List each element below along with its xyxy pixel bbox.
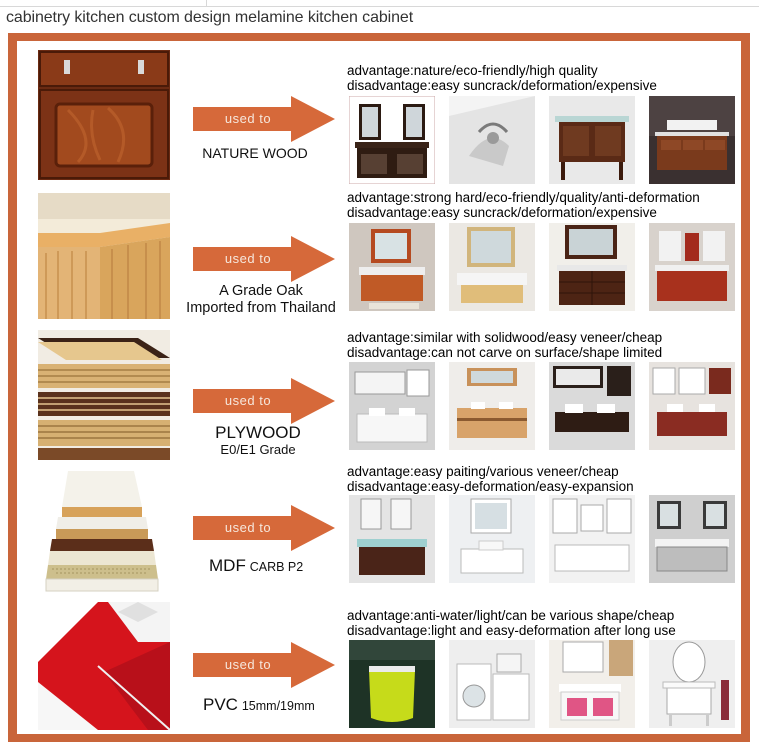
product-photo [349, 96, 435, 184]
material-row-pvc: used to PVC 15mm/19mm advantage:anti-wat… [17, 596, 741, 734]
arrow-label: used to [224, 657, 272, 672]
product-gallery [349, 495, 741, 583]
product-photo [349, 223, 435, 311]
advantage-text: advantage:easy paiting/various veneer/ch… [347, 464, 619, 479]
disadvantage-text: disadvantage:light and easy-deformation … [347, 623, 676, 638]
used-to-arrow: used to [193, 505, 343, 551]
product-photo [549, 495, 635, 583]
oak-swatch [38, 193, 170, 319]
mdf-swatch [38, 467, 170, 595]
pros-cons: advantage:easy paiting/various veneer/ch… [347, 464, 741, 494]
product-photo [449, 223, 535, 311]
product-infographic-frame: used to NATURE WOOD advantage:nature/eco… [8, 33, 750, 742]
arrow-label: used to [224, 111, 272, 126]
product-photo [349, 362, 435, 450]
material-row-oak: used to A Grade Oak Imported from Thaila… [17, 181, 741, 319]
arrow-label: used to [224, 393, 272, 408]
arrow-label: used to [224, 520, 272, 535]
product-photo [449, 495, 535, 583]
disadvantage-text: disadvantage:easy suncrack/deformation/e… [347, 78, 657, 93]
product-photo [649, 495, 735, 583]
product-photo [649, 223, 735, 311]
product-photo [449, 96, 535, 184]
product-photo [649, 362, 735, 450]
product-photo [549, 362, 635, 450]
pvc-swatch [38, 602, 170, 730]
advantage-text: advantage:similar with solidwood/easy ve… [347, 330, 663, 345]
material-grade: CARB P2 [249, 560, 304, 574]
product-photo [549, 223, 635, 311]
used-to-arrow: used to [193, 642, 343, 688]
material-name: PVC 15mm/19mm [203, 696, 343, 715]
product-gallery [349, 640, 741, 728]
nature-wood-swatch [38, 50, 170, 180]
material-name-line: PLYWOOD [215, 423, 301, 442]
disadvantage-text: disadvantage:easy-deformation/easy-expan… [347, 479, 634, 494]
product-photo [549, 96, 635, 184]
product-gallery [349, 96, 741, 184]
top-divider [0, 0, 759, 7]
disadvantage-text: disadvantage:easy suncrack/deformation/e… [347, 205, 657, 220]
material-name-line: Imported from Thailand [186, 300, 336, 316]
pros-cons: advantage:strong hard/eco-friendly/quali… [347, 190, 741, 220]
material-name-line: PVC [203, 695, 238, 714]
product-photo [549, 640, 635, 728]
material-row-mdf: used to MDF CARB P2 advantage:easy paiti… [17, 459, 741, 595]
material-row-plywood: used to PLYWOOD E0/E1 Grade advantage:si… [17, 324, 741, 460]
advantage-text: advantage:nature/eco-friendly/high quali… [347, 63, 598, 78]
used-to-arrow: used to [193, 378, 343, 424]
pros-cons: advantage:similar with solidwood/easy ve… [347, 330, 741, 360]
material-name-line: NATURE WOOD [202, 145, 308, 161]
material-name-line: A Grade Oak [219, 283, 303, 299]
product-photo [449, 640, 535, 728]
material-name-line: E0/E1 Grade [220, 442, 296, 457]
plywood-swatch [38, 330, 170, 460]
material-name-line: MDF [209, 556, 246, 575]
advantage-text: advantage:anti-water/light/can be variou… [347, 608, 675, 623]
arrow-label: used to [224, 251, 272, 266]
product-gallery [349, 223, 741, 311]
page-caption: cabinetry kitchen custom design melamine… [6, 9, 414, 26]
disadvantage-text: disadvantage:can not carve on surface/sh… [347, 345, 663, 360]
material-name: A Grade Oak Imported from Thailand [175, 283, 347, 317]
material-grade: 15mm/19mm [241, 699, 315, 713]
product-photo [449, 362, 535, 450]
material-name: PLYWOOD E0/E1 Grade [203, 424, 313, 458]
product-photo [649, 96, 735, 184]
divider-tick [206, 0, 207, 6]
material-name: NATURE WOOD [195, 145, 315, 162]
product-photo [649, 640, 735, 728]
used-to-arrow: used to [193, 96, 343, 142]
used-to-arrow: used to [193, 236, 343, 282]
material-row-nature-wood: used to NATURE WOOD advantage:nature/eco… [17, 41, 741, 184]
pros-cons: advantage:nature/eco-friendly/high quali… [347, 63, 741, 93]
material-name: MDF CARB P2 [209, 557, 339, 576]
product-photo [349, 495, 435, 583]
product-photo [349, 640, 435, 728]
advantage-text: advantage:strong hard/eco-friendly/quali… [347, 190, 700, 205]
product-gallery [349, 362, 741, 450]
pros-cons: advantage:anti-water/light/can be variou… [347, 608, 741, 638]
product-infographic: used to NATURE WOOD advantage:nature/eco… [17, 41, 741, 734]
